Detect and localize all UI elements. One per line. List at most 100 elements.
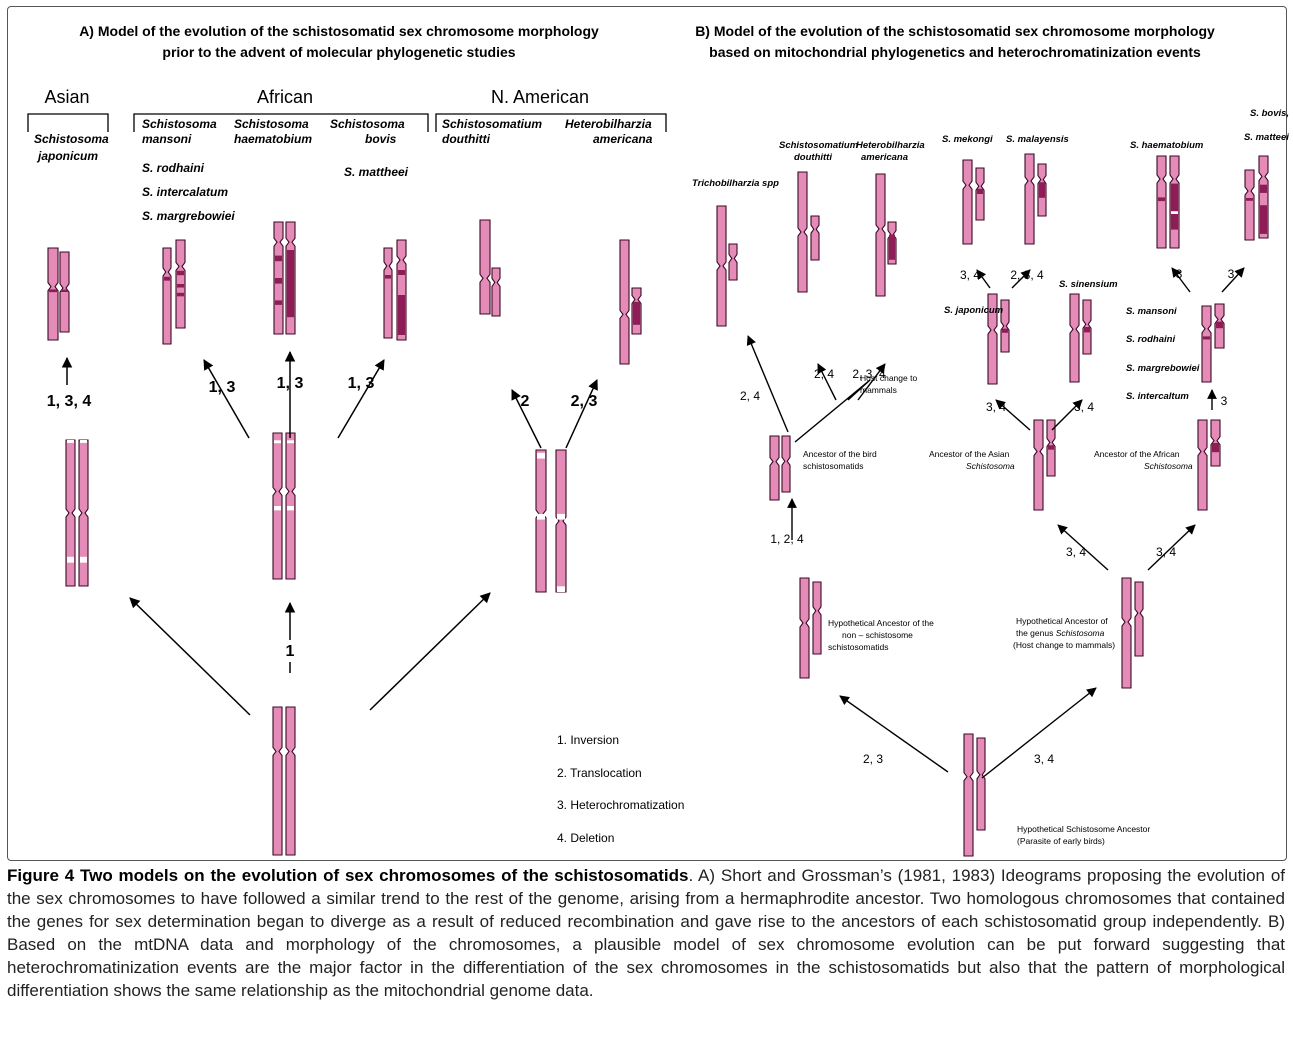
chromosome-a-african-anc-1 [272,432,283,580]
species-b-japonicum: S. japonicum [944,305,1004,316]
species-a-mansoni-1: Schistosoma [142,117,217,131]
chromosome-b-mansoni-2 [1214,303,1225,349]
note-african-ancestor-1: Ancestor of the African [1094,449,1180,459]
arrow-b-mekongi [976,269,991,289]
species-a-rodhaini: S. rodhaini [142,161,205,175]
arrow-b-americana [857,363,886,401]
note-nonschi-2: non – schistosome [842,630,913,640]
arrow-b-haematobium [1171,267,1191,293]
chromosome-b-japonicum-2 [1000,299,1010,353]
chromosome-a-root-2 [285,706,296,856]
chromosome-a-african-anc-2 [285,432,296,580]
arrow-b-asian [1057,524,1109,571]
bracket-asian [27,113,109,132]
chromosome-b-sinensium-1 [1069,293,1080,383]
species-a-japonicum-2: japonicum [36,149,98,163]
label-b-34: 3, 4 [1034,752,1054,766]
chromosome-b-genus-2 [1134,581,1144,657]
chromosome-a-namerican-anc-2 [555,449,567,593]
label-b-34-sinensium: 3, 4 [1074,400,1094,414]
label-a-1: 1 [286,643,295,660]
chromosome-b-douthitti-1 [797,171,808,293]
arrow-a-douthitti [511,389,542,449]
label-b-234-malayensis: 2, 3, 4 [1010,268,1044,282]
chromosome-b-americana-1 [875,173,886,297]
species-a-japonicum-1: Schistosoma [34,132,109,146]
species-a-douthitti-2: douthitti [442,132,491,146]
panel-a-title-1: A) Model of the evolution of the schisto… [79,23,599,39]
chromosome-b-haematobium-2 [1169,155,1180,249]
figure-caption: Figure 4 Two models on the evolution of … [7,864,1285,1002]
species-a-americana-1: Heterobilharzia [565,117,652,131]
label-b-24-tricho: 2, 4 [740,389,760,403]
label-a-134: 1, 3, 4 [47,393,92,410]
chromosome-b-bovis-2 [1258,155,1269,239]
region-african: African [257,87,313,107]
chromosome-b-bird-1 [769,435,780,501]
species-b-americana-2: americana [861,152,908,163]
label-b-23: 2, 3 [863,752,883,766]
label-b-34-asian: 3, 4 [1066,545,1086,559]
arrow-b-malayensis [1011,269,1031,289]
note-genus-1: Hypothetical Ancestor of [1016,616,1108,626]
panel-b-title-2: based on mitochondrial phylogenetics and… [709,44,1201,60]
note-genus-2: the genus Schistosoma [1016,628,1105,638]
chromosome-a-bovis-2 [396,239,407,341]
label-a-13-mansoni: 1, 3 [209,379,236,396]
arrow-a-to-asian [129,597,251,716]
label-b-3-haematobium: 3 [1176,267,1183,281]
species-b-mansoni: S. mansoni [1126,306,1177,317]
note-root-1: Hypothetical Schistosome Ancestor [1017,824,1150,834]
chromosome-b-japonicum-1 [987,293,998,385]
region-namerican: N. American [491,87,589,107]
note-host-change-2: mammals [860,385,897,395]
arrow-b-japonicum [995,399,1031,431]
species-a-mansoni-2: mansoni [142,132,192,146]
note-asian-ancestor-2: Schistosoma [966,461,1015,471]
species-a-mattheei: S. mattheei [344,165,409,179]
chromosome-b-tricho-2 [728,243,738,281]
chromosome-b-african-anc-2 [1210,419,1221,467]
label-b-234-americana: 2, 3, 4 [852,367,886,381]
host-change-branch [794,379,871,443]
label-a-23: 2, 3 [571,393,598,410]
species-a-haematobium-2: haematobium [234,132,312,146]
legend-heterochromatization: 3. Heterochromatization [557,798,684,812]
species-b-douthitti-2: douthitti [794,152,832,163]
arrow-b-bovis [1221,267,1245,293]
legend-deletion: 4. Deletion [557,831,614,845]
note-nonschi-1: Hypothetical Ancestor of the [828,618,934,628]
species-b-haematobium: S. haematobium [1130,140,1204,151]
chromosome-b-americana-2 [887,221,897,265]
chromosome-b-tricho-1 [716,205,727,327]
label-a-13-bovis: 1, 3 [348,375,375,392]
label-a-13-haematobium: 1, 3 [277,375,304,392]
arrow-b-nonschi [839,695,949,773]
note-genus-3: (Host change to mammals) [1013,640,1115,650]
label-a-2: 2 [521,393,530,410]
chromosome-a-haematobium-2 [285,221,296,335]
species-b-douthitti-1: Schistosomatium [779,140,859,151]
chromosome-a-japonicum-2 [59,251,70,333]
species-b-americana-1: Heterobilharzia [856,140,925,151]
note-host-change-1: Host change to [860,373,917,383]
legend-inversion: 1. Inversion [557,733,619,747]
panel-b-title-1: B) Model of the evolution of the schisto… [695,23,1215,39]
chromosome-b-haematobium-1 [1156,155,1167,249]
arrow-a-americana [565,379,598,449]
chromosome-b-mekongi-2 [975,167,985,221]
chromosome-b-root-1 [963,733,974,857]
arrow-b-african-anc [1147,524,1196,571]
arrow-a-to-namerican [369,592,491,711]
chromosome-a-asian-anc-2 [78,439,89,587]
caption-text: . A) Short and Grossman’s (1981, 1983) I… [7,866,1285,1000]
chromosome-b-bovis-1 [1244,169,1255,241]
chromosome-b-sinensium-2 [1082,299,1092,355]
label-b-124: 1, 2, 4 [770,532,804,546]
figure-diagram: A) Model of the evolution of the schisto… [27,23,1289,857]
legend-translocation: 2. Translocation [557,766,642,780]
chromosomes-panel-a [47,219,642,856]
chromosome-a-namerican-anc-1 [535,449,547,593]
arrow-a-bovis [337,359,385,439]
chromosome-b-bird-2 [781,435,791,493]
